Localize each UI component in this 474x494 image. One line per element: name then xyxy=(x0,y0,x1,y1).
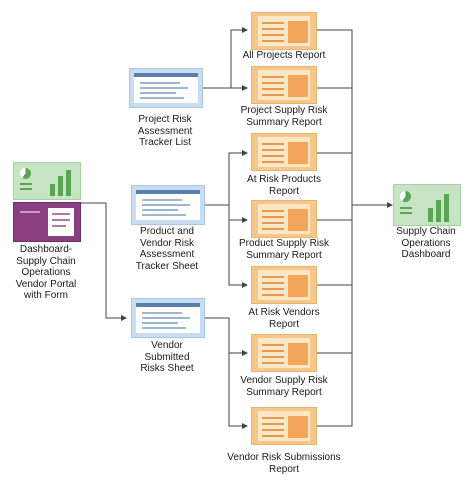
report-thumbnail xyxy=(251,334,317,372)
portal-form-thumbnail xyxy=(13,202,81,242)
report-thumbnail xyxy=(251,266,317,304)
tracker-sheet-label: Product and Vendor Risk Assessment Track… xyxy=(135,226,199,272)
edge-vendor-to-vendor-summary xyxy=(203,317,248,356)
report-thumbnail xyxy=(251,12,317,50)
portal-dashboard-thumbnail xyxy=(13,162,81,200)
tracker-list-label: Project Risk Assessment Tracker List xyxy=(137,114,193,148)
edge-list-to-all-projects xyxy=(201,27,248,89)
edge-sheet-to-at-risk-products xyxy=(203,150,248,206)
report-thumbnail xyxy=(251,66,317,104)
tracker-sheet-thumbnail xyxy=(131,185,205,225)
report-label: Vendor Supply Risk Summary Report xyxy=(240,375,328,398)
report-thumbnail xyxy=(251,407,317,445)
dashboard-label: Supply Chain Operations Dashboard xyxy=(396,226,456,260)
report-label: Vendor Risk Submissions Report xyxy=(227,452,341,475)
report-thumbnail xyxy=(251,200,317,238)
report-thumbnail xyxy=(251,133,317,171)
report-label: All Projects Report xyxy=(242,50,326,61)
report-label: Product Supply Risk Summary Report xyxy=(238,238,330,261)
pie-chart-icon xyxy=(20,168,31,179)
tracker-list-thumbnail xyxy=(129,68,203,108)
dashboard-thumbnail xyxy=(393,184,461,226)
vendor-sheet-thumbnail xyxy=(131,298,205,338)
edge-sheet-to-at-risk-vendors xyxy=(228,220,248,288)
edge-portal-to-vendor-sheet xyxy=(80,202,127,321)
report-label: At Risk Vendors Report xyxy=(248,307,320,330)
edge-reports-bus xyxy=(317,29,353,427)
edge-sheet-to-product-summary xyxy=(228,205,248,223)
report-label: Project Supply Risk Summary Report xyxy=(240,105,328,128)
report-label: At Risk Products Report xyxy=(247,174,321,197)
pie-chart-icon xyxy=(400,191,411,202)
portal-label: Dashboard- Supply Chain Operations Vendo… xyxy=(15,244,77,301)
edge-vendor-to-submissions xyxy=(228,353,248,429)
vendor-sheet-label: Vendor Submitted Risks Sheet xyxy=(140,340,194,374)
